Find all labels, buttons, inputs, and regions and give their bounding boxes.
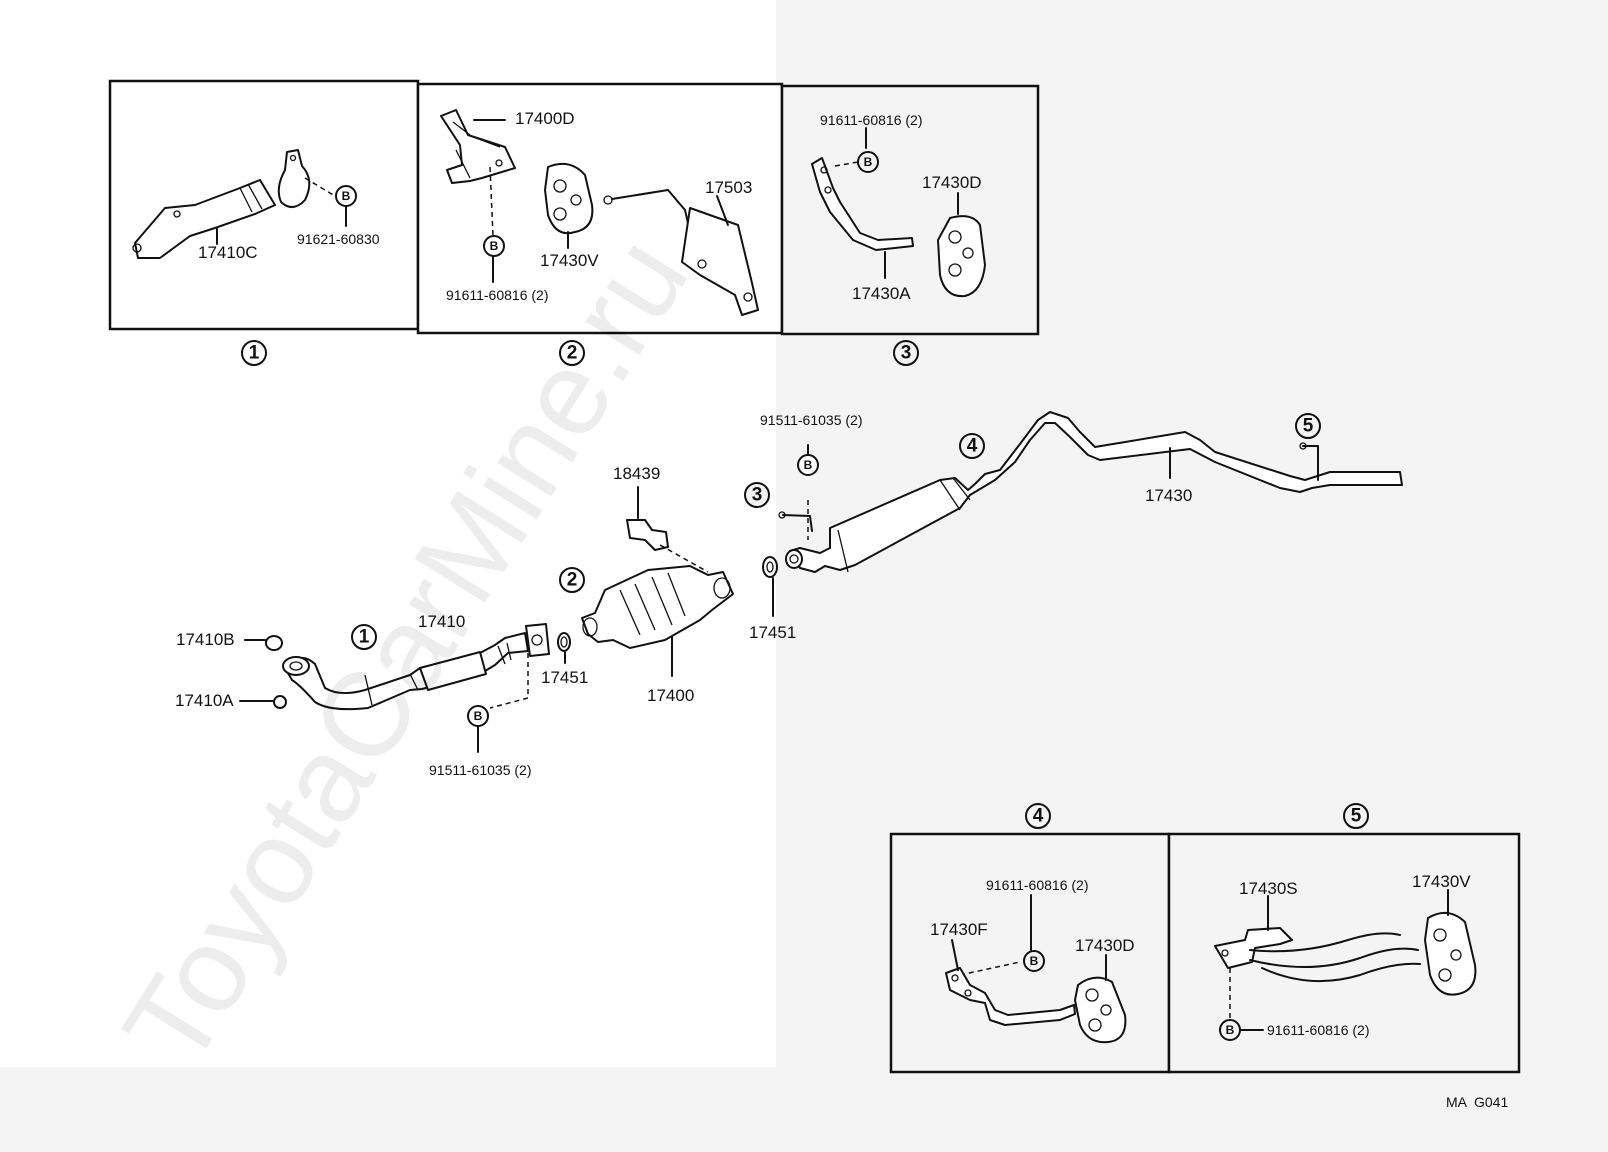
svg-text:1: 1 [359, 627, 370, 648]
svg-text:4: 4 [967, 436, 978, 457]
bolt-symbol-main-front: B [467, 705, 489, 753]
rubber-hanger-17430v-b [1424, 911, 1477, 996]
assembly-callout-3: 3 [744, 482, 770, 508]
background-shade-bottom [0, 1067, 776, 1152]
part-label: 17400 [647, 686, 694, 705]
svg-text:B: B [342, 189, 351, 203]
part-label: 17430A [852, 284, 911, 303]
svg-text:B: B [1226, 1023, 1235, 1037]
svg-text:B: B [1030, 954, 1039, 968]
svg-text:B: B [864, 155, 873, 169]
part-label: 91611-60816 (2) [446, 287, 548, 303]
assembly-callout-5: 5 [1295, 413, 1321, 439]
panel-callout-4: 4 [1025, 803, 1051, 829]
bolt-symbol-p4: B [1023, 950, 1045, 972]
bolt-symbol-p1: B [335, 185, 357, 207]
part-label: 91621-60830 [297, 231, 380, 247]
svg-text:4: 4 [1033, 806, 1044, 827]
part-label: 91611-60816 (2) [1267, 1022, 1369, 1038]
detail-panel-5 [1167, 832, 1521, 1074]
clamp-part [277, 149, 311, 208]
detail-panel-1 [108, 79, 420, 331]
svg-text:3: 3 [752, 485, 763, 506]
part-label: 17410 [418, 612, 465, 631]
part-label: 17430S [1239, 879, 1298, 898]
gasket-17451-rear [762, 556, 778, 578]
svg-text:B: B [490, 239, 499, 253]
bolt-symbol-p3: B [857, 151, 879, 173]
front-pipe-17410 [284, 632, 529, 711]
nut-17410b [265, 635, 283, 651]
rubber-hanger-17430d [937, 215, 986, 298]
rubber-hanger-17430v [544, 162, 594, 235]
part-label: 18439 [613, 464, 660, 483]
bolt-symbol-p5: B [1219, 1019, 1241, 1041]
bracket-17430s [1214, 927, 1293, 969]
part-label: 17430D [922, 173, 982, 192]
assembly-callout-2: 2 [559, 567, 585, 593]
detail-panel-3 [780, 84, 1040, 336]
gasket-17410a [273, 695, 287, 709]
part-label: 17503 [705, 178, 752, 197]
panel-callout-1: 1 [241, 340, 267, 366]
part-label: 17430D [1075, 936, 1135, 955]
part-label: 91511-61035 (2) [760, 412, 862, 428]
svg-text:2: 2 [567, 343, 578, 364]
detail-panel-2 [416, 82, 784, 335]
detail-panel-4 [889, 832, 1171, 1074]
panel-callout-5: 5 [1343, 803, 1369, 829]
part-label: 17410C [198, 243, 258, 262]
bolt-symbol-p2: B [483, 235, 505, 257]
part-label: 17430 [1145, 486, 1192, 505]
svg-text:3: 3 [901, 343, 912, 364]
part-label: 17410A [175, 691, 234, 710]
svg-text:1: 1 [249, 343, 260, 364]
part-label: 17451 [749, 623, 796, 642]
main-exhaust-assembly [239, 411, 1403, 711]
part-label: 17410B [176, 630, 235, 649]
svg-text:2: 2 [567, 570, 578, 591]
svg-text:5: 5 [1303, 416, 1314, 437]
panel-callout-2: 2 [559, 340, 585, 366]
rubber-hanger-17430d-b [1074, 976, 1127, 1044]
assembly-callout-1: 1 [351, 624, 377, 650]
part-label: 17430V [540, 251, 599, 270]
part-label: 17400D [515, 109, 575, 128]
bracket-17410c [134, 179, 276, 259]
svg-text:5: 5 [1351, 806, 1362, 827]
part-label: 17451 [541, 668, 588, 687]
gasket-17451-front [557, 632, 571, 652]
bolt-symbol-main-rear: B [797, 454, 819, 476]
assembly-callout-4: 4 [959, 433, 985, 459]
part-label: 91611-60816 (2) [820, 112, 922, 128]
part-label: 91511-61035 (2) [429, 762, 531, 778]
part-label: 17430V [1412, 872, 1471, 891]
diagram-code: MA G041 [1446, 1094, 1508, 1110]
panel-callout-3: 3 [893, 340, 919, 366]
part-label: 91611-60816 (2) [986, 877, 1088, 893]
heat-insulator-18439 [626, 519, 669, 551]
part-label: 17430F [930, 920, 988, 939]
svg-text:B: B [474, 709, 483, 723]
catalytic-converter-17400 [581, 565, 734, 649]
svg-text:B: B [804, 458, 813, 472]
bracket-17430f [945, 967, 1076, 1026]
